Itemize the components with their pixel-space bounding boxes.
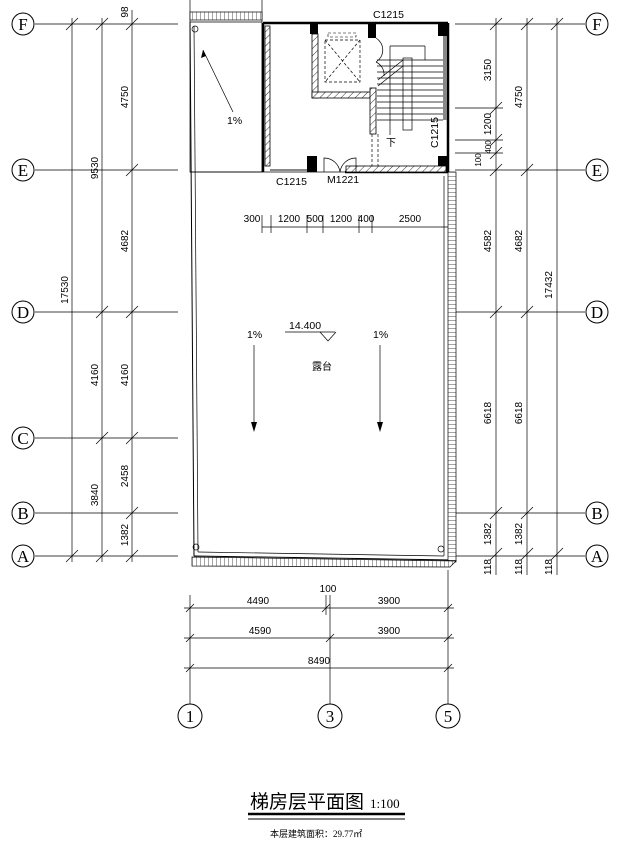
dim-text: 4160 — [120, 363, 131, 386]
dim-text: 2500 — [399, 214, 422, 225]
dim-text: 6618 — [514, 401, 525, 424]
elevation-label: 14.400 — [289, 320, 321, 332]
dim-text: 4490 — [247, 596, 270, 607]
right-dimensions: 3150 1200 400 100 4582 6618 1382 118 475… — [455, 17, 564, 575]
axis-label-F: F — [592, 15, 601, 34]
axis-label-E: E — [592, 161, 602, 180]
dim-text: 1200 — [278, 214, 301, 225]
dim-text: 17530 — [60, 276, 71, 304]
dim-text: 4750 — [514, 85, 525, 108]
dim-text: 100 — [474, 153, 483, 167]
dim-text: 100 — [320, 584, 337, 595]
stair-core: 下 C1215 C1215 M1221 C1215 — [261, 9, 450, 188]
dim-text: 300 — [244, 214, 261, 225]
dim-text: 4750 — [120, 85, 131, 108]
dim-text: 6618 — [483, 401, 494, 424]
axis-label-C: C — [17, 429, 28, 448]
dim-text: 1382 — [514, 522, 525, 545]
dim-text: 118 — [483, 559, 494, 575]
dim-text: 3840 — [90, 483, 101, 506]
dim-text: 400 — [358, 214, 375, 225]
dim-text: 1382 — [120, 523, 131, 546]
window-label: C1215 — [276, 176, 307, 188]
axis-label-D: D — [591, 303, 603, 322]
drawing-scale: 1:100 — [370, 796, 400, 811]
door-label: M1221 — [327, 174, 359, 186]
axis-label-E: E — [18, 161, 28, 180]
door-dimensions: 300 1200 500 1200 400 2500 — [244, 214, 448, 233]
drawing-title: 梯房层平面图 — [250, 791, 364, 813]
dim-text: 2458 — [120, 464, 131, 487]
dim-text: 4590 — [249, 626, 272, 637]
axis-bubbles-right: F E D B A — [585, 12, 609, 568]
dim-text: 3900 — [378, 626, 401, 637]
bottom-dimensions: 100 4490 3900 4590 3900 8490 1 3 5 — [177, 570, 461, 729]
dim-text: 1200 — [483, 112, 494, 135]
axis-label-A: A — [591, 547, 604, 566]
terrace: 1% 1% 1% 14.400 露台 — [189, 0, 457, 568]
dim-text: 9530 — [90, 156, 101, 179]
dim-text: 8490 — [308, 656, 331, 667]
axis-label-3: 3 — [326, 707, 335, 726]
row-axes — [35, 23, 585, 557]
slope-label: 1% — [373, 329, 388, 341]
left-dimensions: 17530 9530 4160 3840 98 4750 4682 4160 2… — [60, 6, 139, 563]
dim-text: 1200 — [330, 214, 353, 225]
area-note: 本层建筑面积：29.77㎡ — [270, 828, 362, 839]
axis-bubbles-left: F E D C B A — [11, 12, 35, 568]
stair-down-label: 下 — [386, 138, 396, 149]
dim-text: 1382 — [483, 522, 494, 545]
axis-label-F: F — [18, 15, 27, 34]
axis-label-5: 5 — [444, 707, 453, 726]
door-m1221 — [323, 157, 357, 173]
axis-label-A: A — [17, 547, 30, 566]
axis-label-B: B — [17, 504, 28, 523]
axis-label-1: 1 — [186, 707, 195, 726]
dim-text: 118 — [514, 559, 525, 575]
title-block: 梯房层平面图 1:100 本层建筑面积：29.77㎡ — [248, 791, 405, 839]
slope-label: 1% — [227, 115, 242, 127]
dim-text: 500 — [307, 214, 324, 225]
window-label: C1215 — [373, 9, 404, 21]
dim-text: 3150 — [483, 58, 494, 81]
window-label: C1215 — [429, 117, 441, 148]
axis-label-D: D — [17, 303, 29, 322]
dim-text: 4582 — [483, 229, 494, 252]
dim-text: 4682 — [514, 229, 525, 252]
axis-label-B: B — [591, 504, 602, 523]
dim-text: 98 — [120, 6, 131, 18]
dim-text: 3900 — [378, 596, 401, 607]
slope-label: 1% — [247, 329, 262, 341]
dim-text: 400 — [484, 140, 493, 154]
dim-text: 4682 — [120, 229, 131, 252]
dim-text: 17432 — [544, 271, 555, 299]
dim-text: 4160 — [90, 363, 101, 386]
room-label-terrace: 露台 — [312, 360, 332, 373]
dim-text: 118 — [544, 559, 555, 575]
